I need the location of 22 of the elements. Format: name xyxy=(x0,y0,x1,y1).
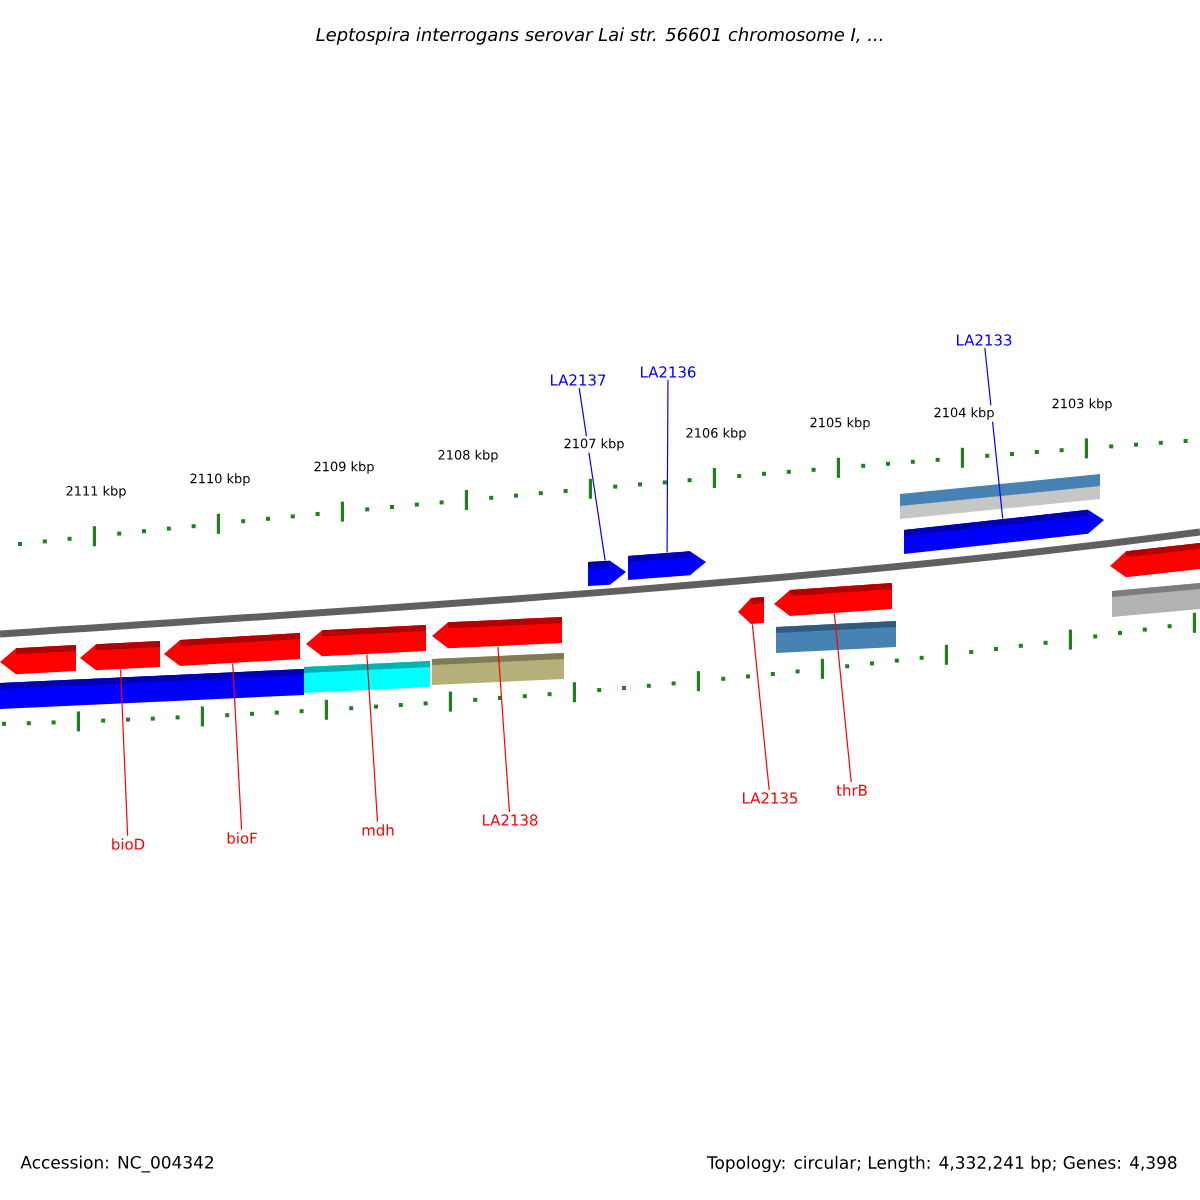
leader-line xyxy=(666,379,669,554)
leader-line xyxy=(119,668,129,837)
leader-line xyxy=(751,623,770,791)
gene-feature xyxy=(1110,543,1200,578)
leader-line xyxy=(497,645,511,813)
leader-line xyxy=(984,347,1004,520)
gene-feature xyxy=(774,583,892,616)
gene-feature xyxy=(164,633,300,666)
leader-line xyxy=(366,653,379,823)
gene-feature xyxy=(80,641,160,671)
gene-feature xyxy=(738,597,764,624)
gene-feature xyxy=(432,617,562,649)
gene-feature xyxy=(588,560,626,586)
leader-line xyxy=(232,662,243,831)
leader-line xyxy=(833,612,852,783)
title: Leptospira interrogans serovar Lai str. 56601 chromosome I, ... xyxy=(316,27,882,45)
accession-text: Accession: NC_004342 xyxy=(20,1155,213,1173)
gene-feature xyxy=(306,625,426,657)
gene-feature xyxy=(0,645,76,675)
leader-line xyxy=(578,387,606,562)
genome-info-text: Topology: circular; Length: 4,332,241 bp; Genes: 4,398 xyxy=(706,1155,1177,1173)
gene-feature xyxy=(904,509,1104,554)
